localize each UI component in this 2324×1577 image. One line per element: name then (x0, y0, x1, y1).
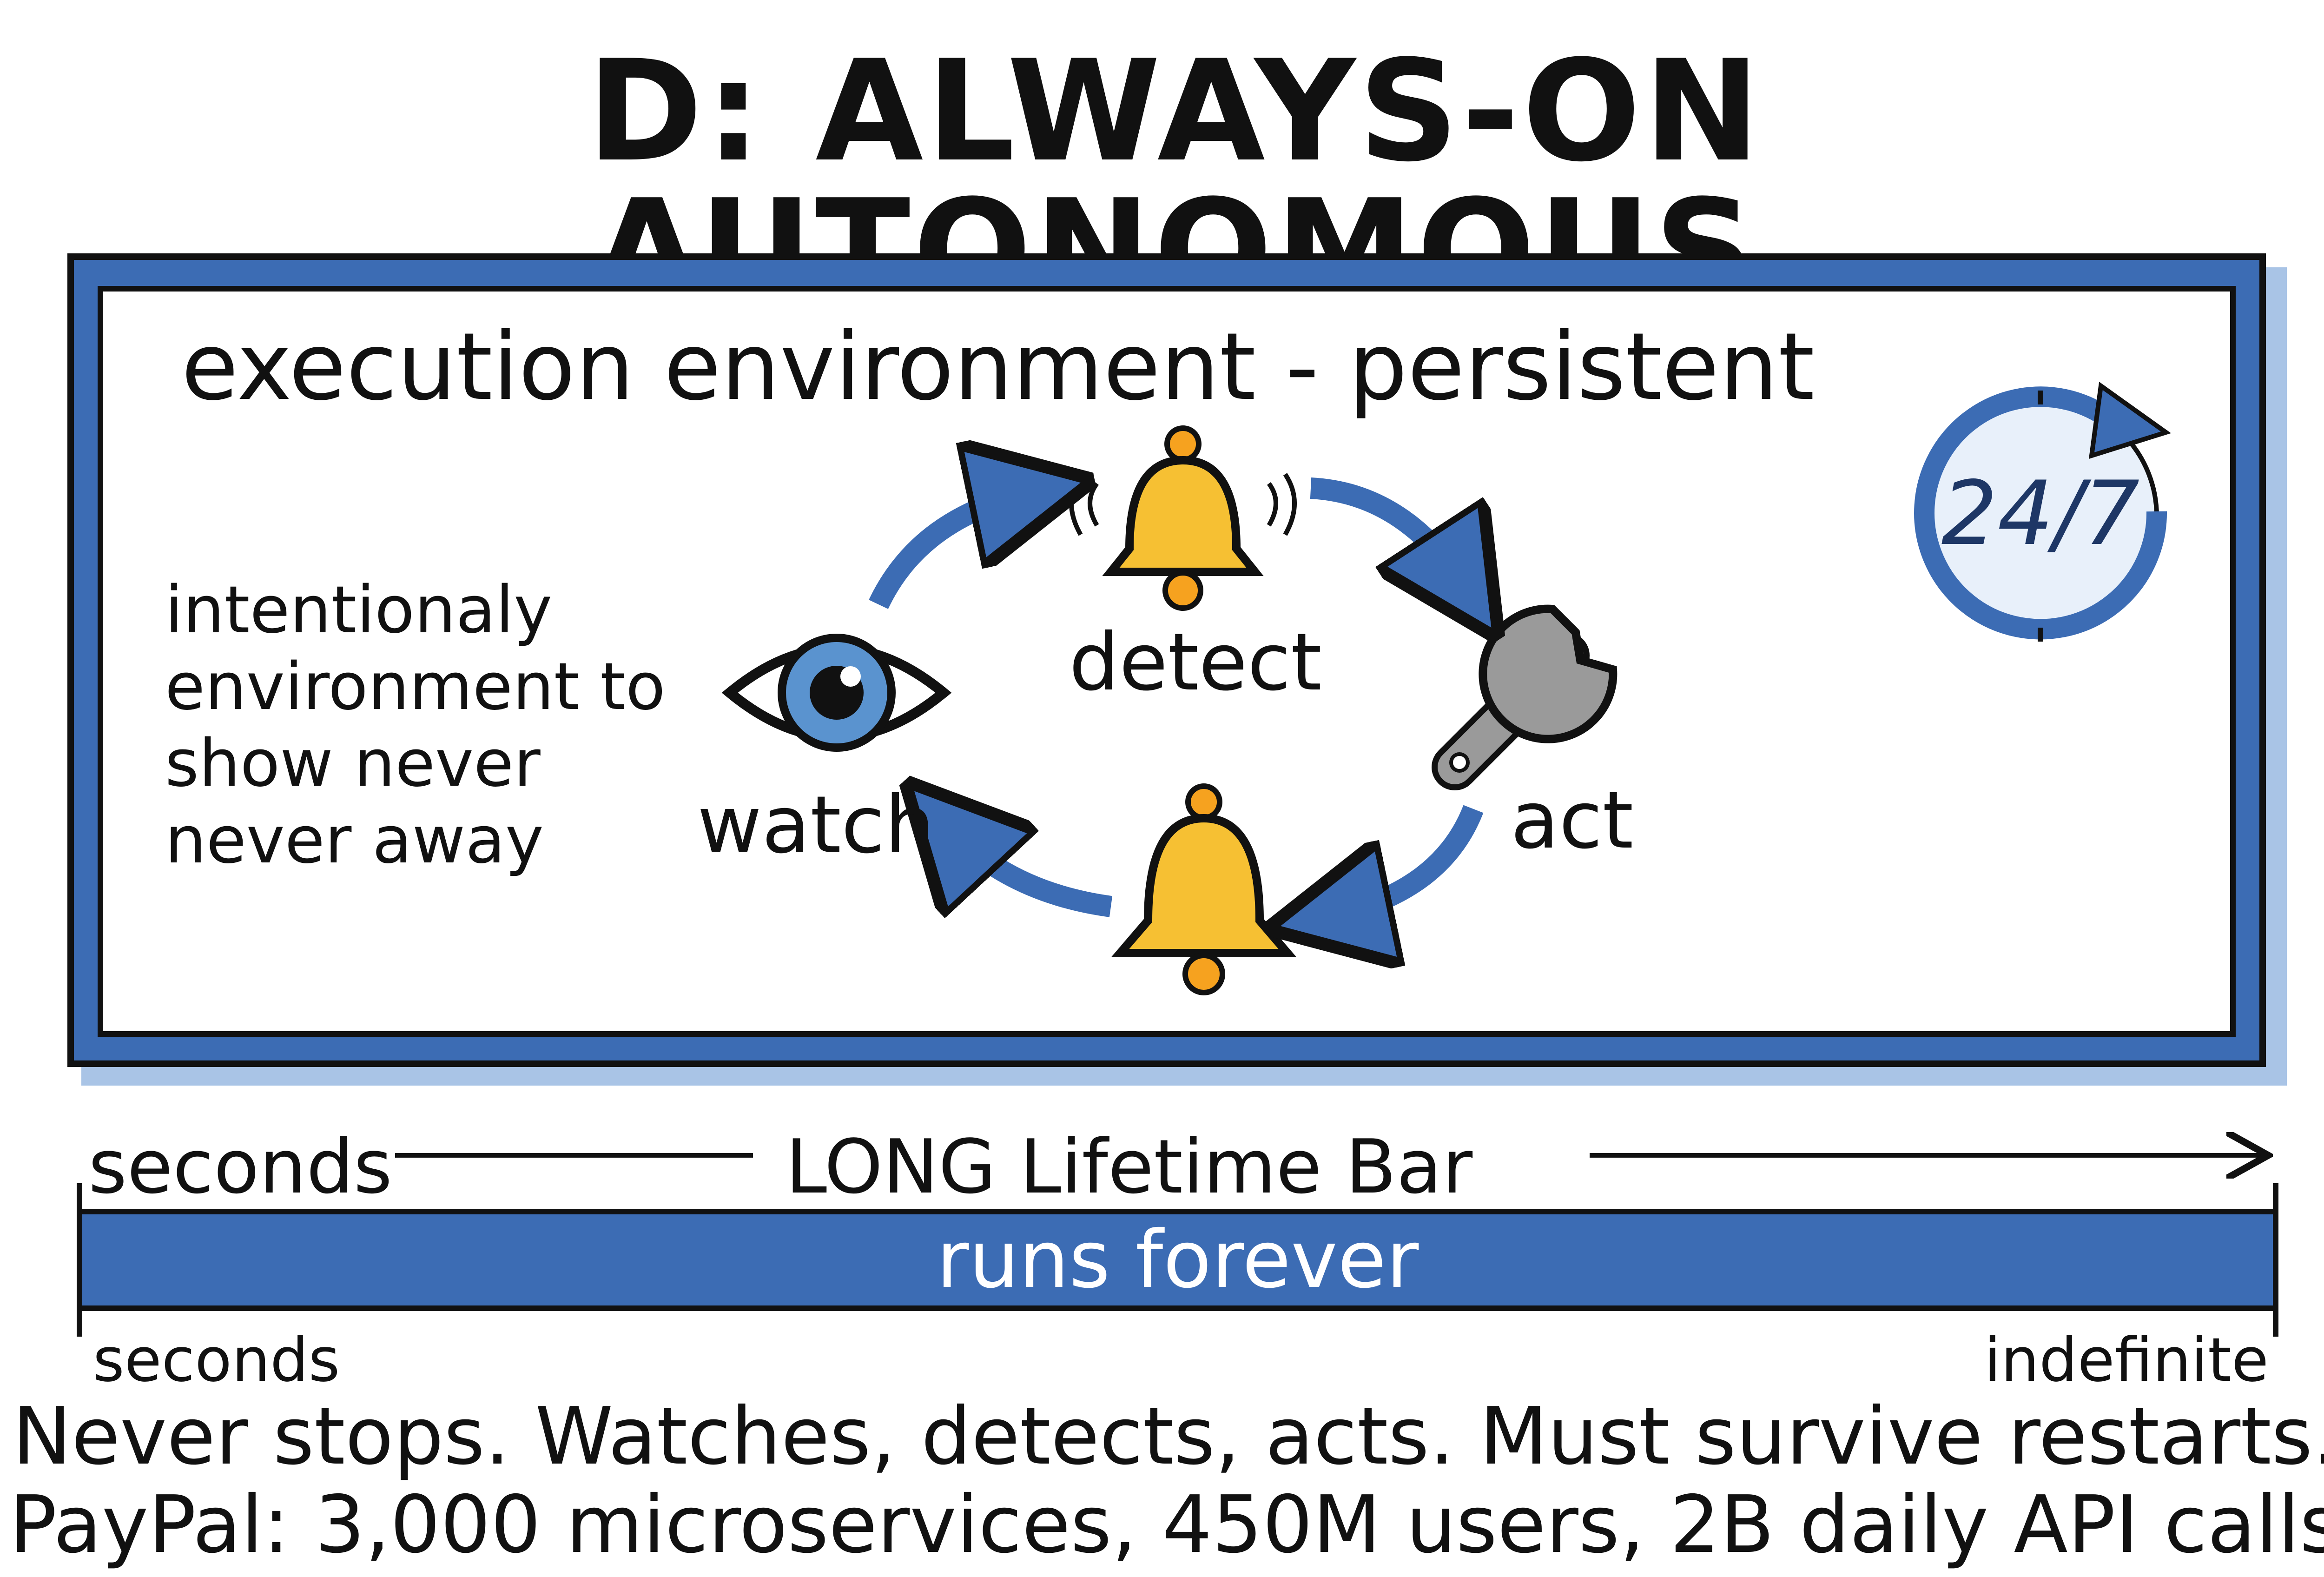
arrow-detect-to-act (1310, 477, 1464, 586)
side-note: intentionaly environment to show never n… (165, 572, 666, 879)
page-title: D: ALWAYS-ON AUTONOMOUS (587, 30, 1763, 332)
footer-line-2: PayPal: 3,000 microservices, 450M users,… (9, 1479, 2324, 1571)
lifetime-bar-title: LONG Lifetime Bar (786, 1123, 1473, 1210)
bell-icon-bottom (1111, 783, 1297, 995)
arrow-bell-to-watch (948, 828, 1113, 907)
watch-label: watch (697, 779, 935, 871)
bar-end-label: indefinite (1984, 1325, 2269, 1395)
bar-start-tick (77, 1183, 82, 1337)
bar-end-tick (2273, 1183, 2278, 1337)
act-label: act (1511, 775, 1634, 867)
bell-icon-top (1069, 425, 1297, 611)
lifetime-left-label: seconds (88, 1123, 392, 1210)
lifetime-bar: runs forever (82, 1209, 2273, 1311)
side-note-line: show never (165, 726, 541, 802)
eye-icon (721, 634, 952, 752)
environment-label: execution environment - persistent (181, 313, 1815, 421)
clock-cycle-icon: 24/7 (1914, 382, 2172, 642)
arrow-act-to-bell (1329, 805, 1484, 916)
arrow-watch-to-detect (869, 493, 1032, 609)
side-note-line: never away (165, 802, 544, 878)
side-note-line: intentionaly (165, 572, 553, 648)
bar-start-label: seconds (93, 1325, 340, 1395)
badge-text: 24/7 (1941, 462, 2140, 565)
footer-line-1: Never stops. Watches, detects, acts. Mus… (12, 1391, 2324, 1483)
detect-label: detect (1069, 616, 1322, 709)
wrench-icon (1432, 604, 1618, 790)
side-note-line: environment to (165, 649, 666, 725)
